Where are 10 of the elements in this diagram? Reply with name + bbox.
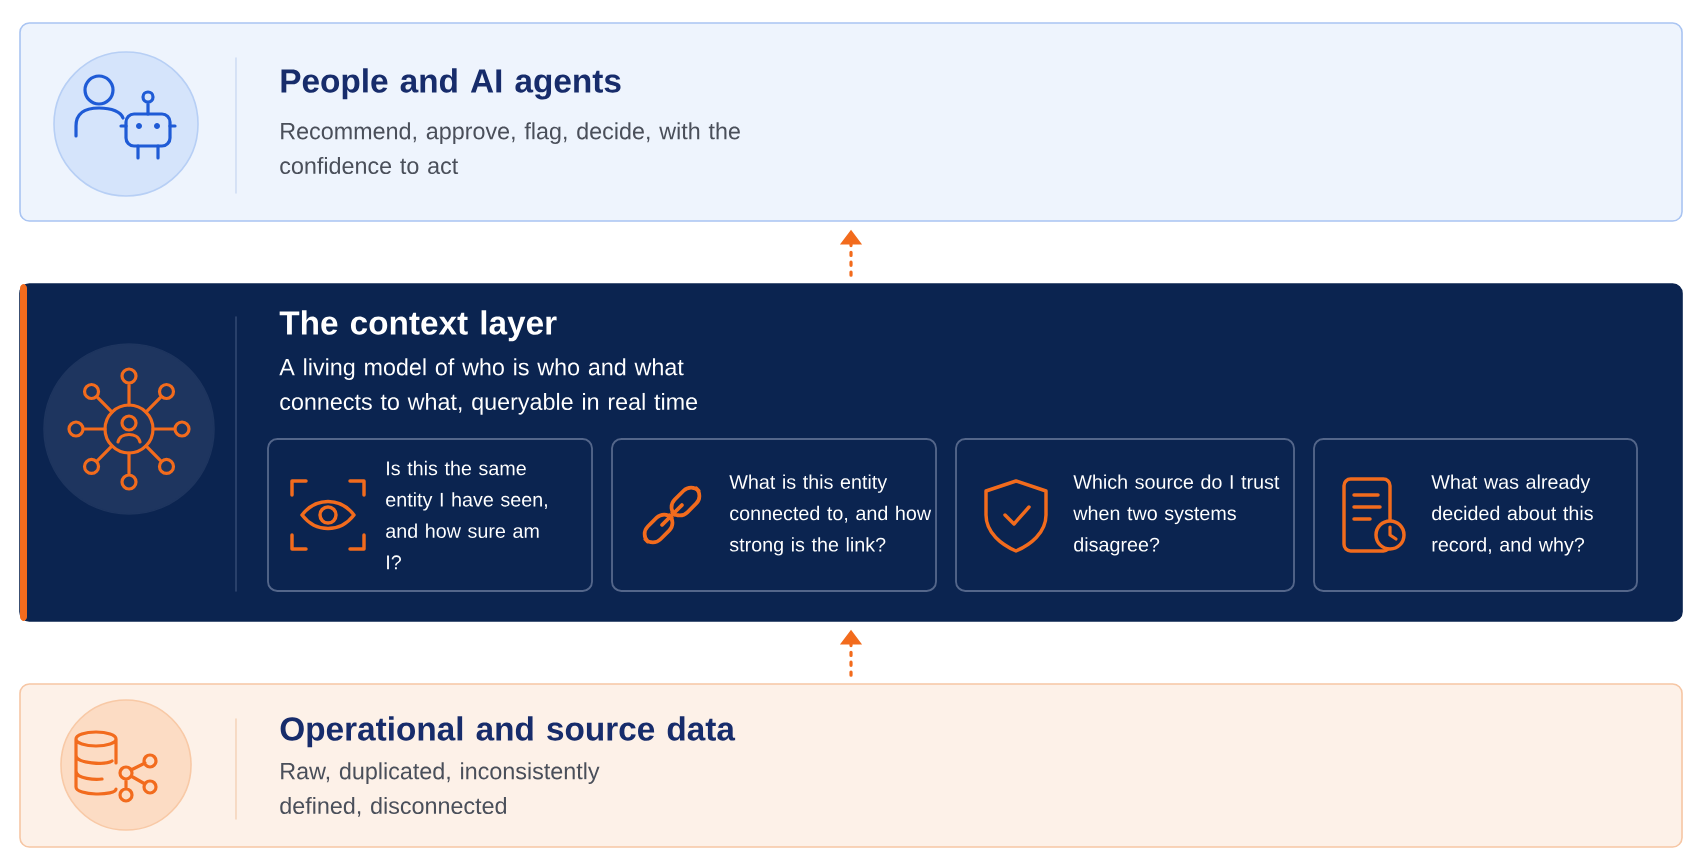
question-text: Which source do I trust when two systems disagree? xyxy=(1073,474,1280,556)
question-text: What is this entity connected to, and how strong is the link? xyxy=(729,474,932,556)
description: Raw, duplicated, inconsistently defined, disconnected xyxy=(280,762,600,817)
description: A living model of who is who and what connects to what, queryable in real time xyxy=(279,358,698,415)
description: Recommend, approve, flag, decide, with the confidence to act xyxy=(280,122,740,175)
question-text: What was already decided about this record, and why? xyxy=(1431,474,1593,556)
heading: Operational and source data xyxy=(280,716,736,748)
heading: The context layer xyxy=(279,310,557,342)
question-text: Is this the same entity I have seen, and how sure am I? xyxy=(386,460,547,570)
heading: People and AI agents xyxy=(281,68,621,100)
